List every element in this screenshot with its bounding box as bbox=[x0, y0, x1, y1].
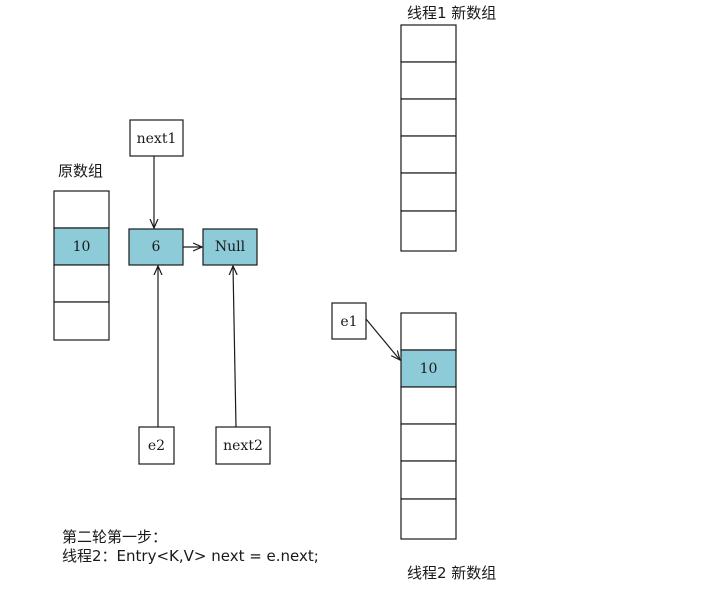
e2-label: e2 bbox=[148, 438, 165, 454]
thread1-array-cell bbox=[400, 172, 457, 212]
thread2-array-cell bbox=[400, 498, 457, 540]
thread1-array-cell bbox=[400, 135, 457, 174]
thread1-array-cell bbox=[400, 98, 457, 137]
original-array-cell-value: 10 bbox=[73, 239, 91, 255]
next2-pointer-box bbox=[215, 426, 271, 465]
original-array: 10 bbox=[53, 190, 110, 341]
thread2-array-cell bbox=[400, 460, 457, 500]
thread2-array-cell-highlighted bbox=[400, 349, 457, 388]
thread1-new-array bbox=[400, 24, 457, 252]
e1-pointer-box bbox=[331, 302, 367, 340]
arrow-e1-to-thread2-cell bbox=[365, 318, 400, 360]
original-array-cell bbox=[53, 301, 110, 341]
thread2-array-cell bbox=[400, 312, 457, 351]
thread2-new-array: 10 bbox=[400, 312, 457, 540]
next1-label: next1 bbox=[137, 131, 177, 147]
null-node bbox=[202, 228, 258, 266]
next1-pointer-box bbox=[129, 119, 184, 157]
next2-label: next2 bbox=[223, 438, 263, 454]
original-array-cell-highlighted bbox=[53, 227, 110, 266]
thread2-array-cell-value: 10 bbox=[420, 361, 438, 377]
thread1-array-caption: 线程1 新数组 bbox=[407, 4, 496, 22]
thread2-array-caption: 线程2 新数组 bbox=[407, 564, 496, 582]
e1-label: e1 bbox=[340, 314, 357, 330]
step-note-line1: 第二轮第一步： bbox=[62, 528, 167, 546]
thread2-array-cell bbox=[400, 423, 457, 462]
null-node-label: Null bbox=[215, 239, 246, 255]
thread1-array-cell bbox=[400, 24, 457, 63]
e2-pointer-box bbox=[138, 426, 175, 465]
step-note-line2: 线程2：Entry<K,V> next = e.next; bbox=[62, 547, 319, 565]
arrow-next2-to-null bbox=[233, 266, 236, 428]
original-array-cell bbox=[53, 264, 110, 303]
thread1-array-cell bbox=[400, 210, 457, 252]
original-array-caption: 原数组 bbox=[58, 162, 103, 180]
node-6-label: 6 bbox=[152, 239, 161, 255]
thread1-array-cell bbox=[400, 61, 457, 100]
original-array-cell bbox=[53, 190, 110, 229]
thread2-array-cell bbox=[400, 386, 457, 425]
